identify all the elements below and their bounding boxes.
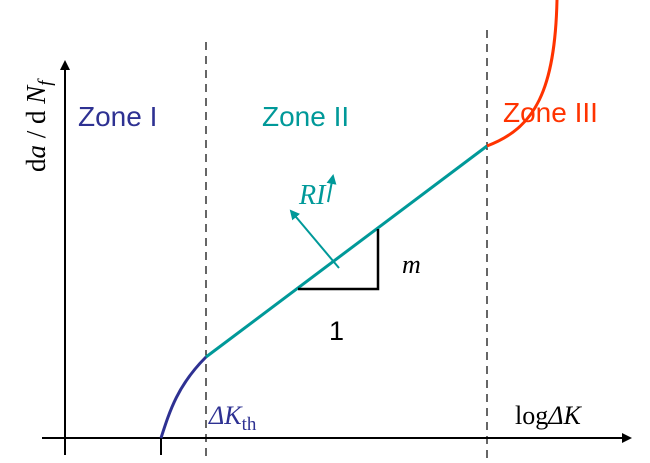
threshold-label: ΔKth bbox=[208, 401, 257, 435]
zone3-curve bbox=[486, 0, 559, 148]
slope-m-label: m bbox=[402, 250, 421, 279]
y-axis-label-a: a bbox=[21, 145, 51, 159]
ri-normal-arrow bbox=[289, 209, 340, 269]
threshold-delta-k: ΔK bbox=[208, 401, 243, 430]
zone3-label: Zone III bbox=[503, 97, 598, 128]
y-axis-label: da / d Nf bbox=[21, 78, 56, 172]
slope-run-label: 1 bbox=[329, 316, 344, 346]
zone1-curve bbox=[159, 355, 208, 439]
y-axis-label-d: d bbox=[21, 158, 51, 172]
zone2-line bbox=[205, 144, 488, 359]
y-axis-label-sep: / d bbox=[21, 104, 51, 145]
x-axis-label-log: log bbox=[515, 401, 548, 430]
ri-label-r: R bbox=[298, 180, 316, 211]
y-axis-label-n-sub: f bbox=[35, 78, 56, 86]
x-axis-label: logΔK bbox=[515, 401, 582, 430]
slope-triangle bbox=[298, 229, 380, 291]
x-axis-label-delta-k: ΔK bbox=[547, 401, 582, 430]
ri-up-arrow bbox=[326, 174, 337, 203]
ri-label: RI bbox=[298, 180, 327, 211]
zone2-label: Zone II bbox=[262, 101, 349, 132]
y-axis-label-n: N bbox=[21, 84, 51, 105]
zone1-label: Zone I bbox=[78, 101, 157, 132]
ri-label-i: I bbox=[315, 180, 327, 211]
threshold-sub: th bbox=[242, 414, 257, 435]
